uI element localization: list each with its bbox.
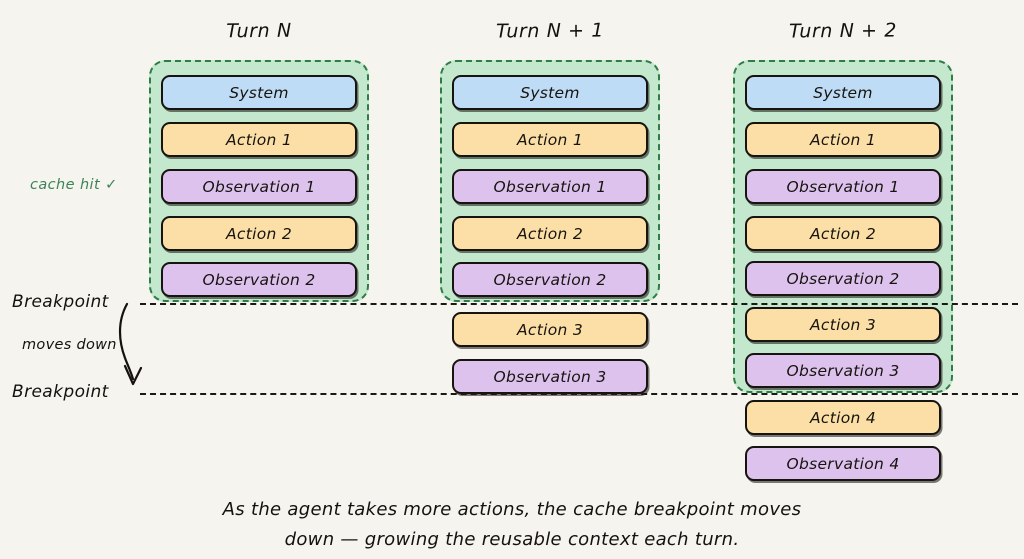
- message-box[interactable]: Action 1: [745, 122, 941, 157]
- message-box[interactable]: Action 2: [452, 216, 648, 251]
- cache-hit-label: cache hit ✓: [30, 177, 118, 193]
- message-box[interactable]: Observation 3: [452, 359, 648, 394]
- message-box[interactable]: Action 1: [452, 122, 648, 157]
- breakpoint-label-bottom: Breakpoint: [12, 382, 109, 402]
- message-box[interactable]: Action 1: [161, 122, 357, 157]
- moves-down-label: moves down: [22, 337, 117, 353]
- message-box[interactable]: Action 3: [745, 307, 941, 342]
- message-box[interactable]: Action 4: [745, 400, 941, 435]
- message-box[interactable]: Observation 1: [452, 169, 648, 204]
- figure-caption: As the agent takes more actions, the cac…: [0, 495, 1024, 555]
- caption-line-2: down — growing the reusable context each…: [284, 529, 740, 550]
- message-box[interactable]: Observation 1: [161, 169, 357, 204]
- breakpoint-label-top: Breakpoint: [12, 292, 109, 312]
- message-box[interactable]: Action 2: [161, 216, 357, 251]
- message-box[interactable]: Action 2: [745, 216, 941, 251]
- message-box[interactable]: Observation 3: [745, 353, 941, 388]
- message-box[interactable]: System: [161, 75, 357, 110]
- message-box[interactable]: System: [745, 75, 941, 110]
- message-box[interactable]: Observation 2: [745, 261, 941, 296]
- message-box[interactable]: Action 3: [452, 312, 648, 347]
- breakpoint-line-top: [140, 303, 1018, 305]
- message-box[interactable]: Observation 4: [745, 446, 941, 481]
- message-box[interactable]: Observation 2: [452, 262, 648, 297]
- column-title-turn-n2: Turn N + 2: [788, 19, 898, 43]
- column-title-turn-n: Turn N: [226, 19, 292, 43]
- caption-line-1: As the agent takes more actions, the cac…: [222, 499, 802, 520]
- column-title-turn-n1: Turn N + 1: [495, 19, 605, 43]
- breakpoint-line-bottom: [140, 393, 1018, 395]
- message-box[interactable]: Observation 1: [745, 169, 941, 204]
- message-box[interactable]: System: [452, 75, 648, 110]
- message-box[interactable]: Observation 2: [161, 262, 357, 297]
